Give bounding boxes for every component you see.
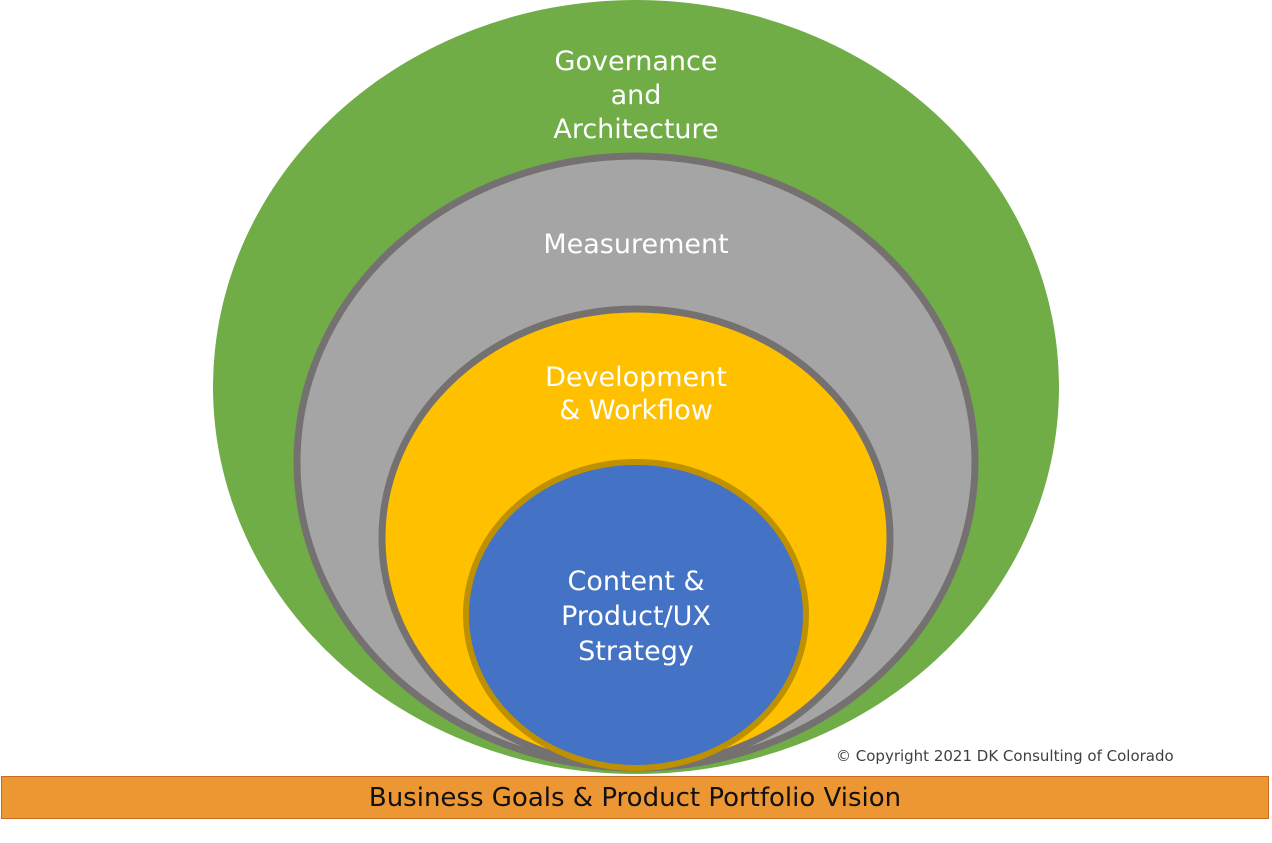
copyright-notice: © Copyright 2021 DK Consulting of Colora… — [836, 747, 1174, 765]
label-line: Strategy — [578, 636, 694, 667]
content-product-ux-strategy-circle — [463, 459, 809, 771]
label-line: Content & — [567, 566, 705, 597]
label-line: Product/UX — [561, 601, 711, 632]
label-line: Governance — [554, 46, 718, 77]
foundation-band: Business Goals & Product Portfolio Visio… — [1, 776, 1269, 819]
content-product-ux-strategy-label: Content & Product/UX Strategy — [486, 564, 786, 669]
development-workflow-label: Development & Workflow — [486, 361, 786, 427]
label-line: & Workflow — [559, 395, 713, 426]
label-line: Architecture — [553, 114, 719, 145]
governance-architecture-label: Governance and Architecture — [486, 45, 786, 147]
label-line: Measurement — [543, 229, 729, 260]
label-line: Development — [545, 362, 727, 393]
label-line: and — [610, 80, 662, 111]
measurement-label: Measurement — [486, 228, 786, 262]
foundation-label: Business Goals & Product Portfolio Visio… — [368, 782, 902, 813]
